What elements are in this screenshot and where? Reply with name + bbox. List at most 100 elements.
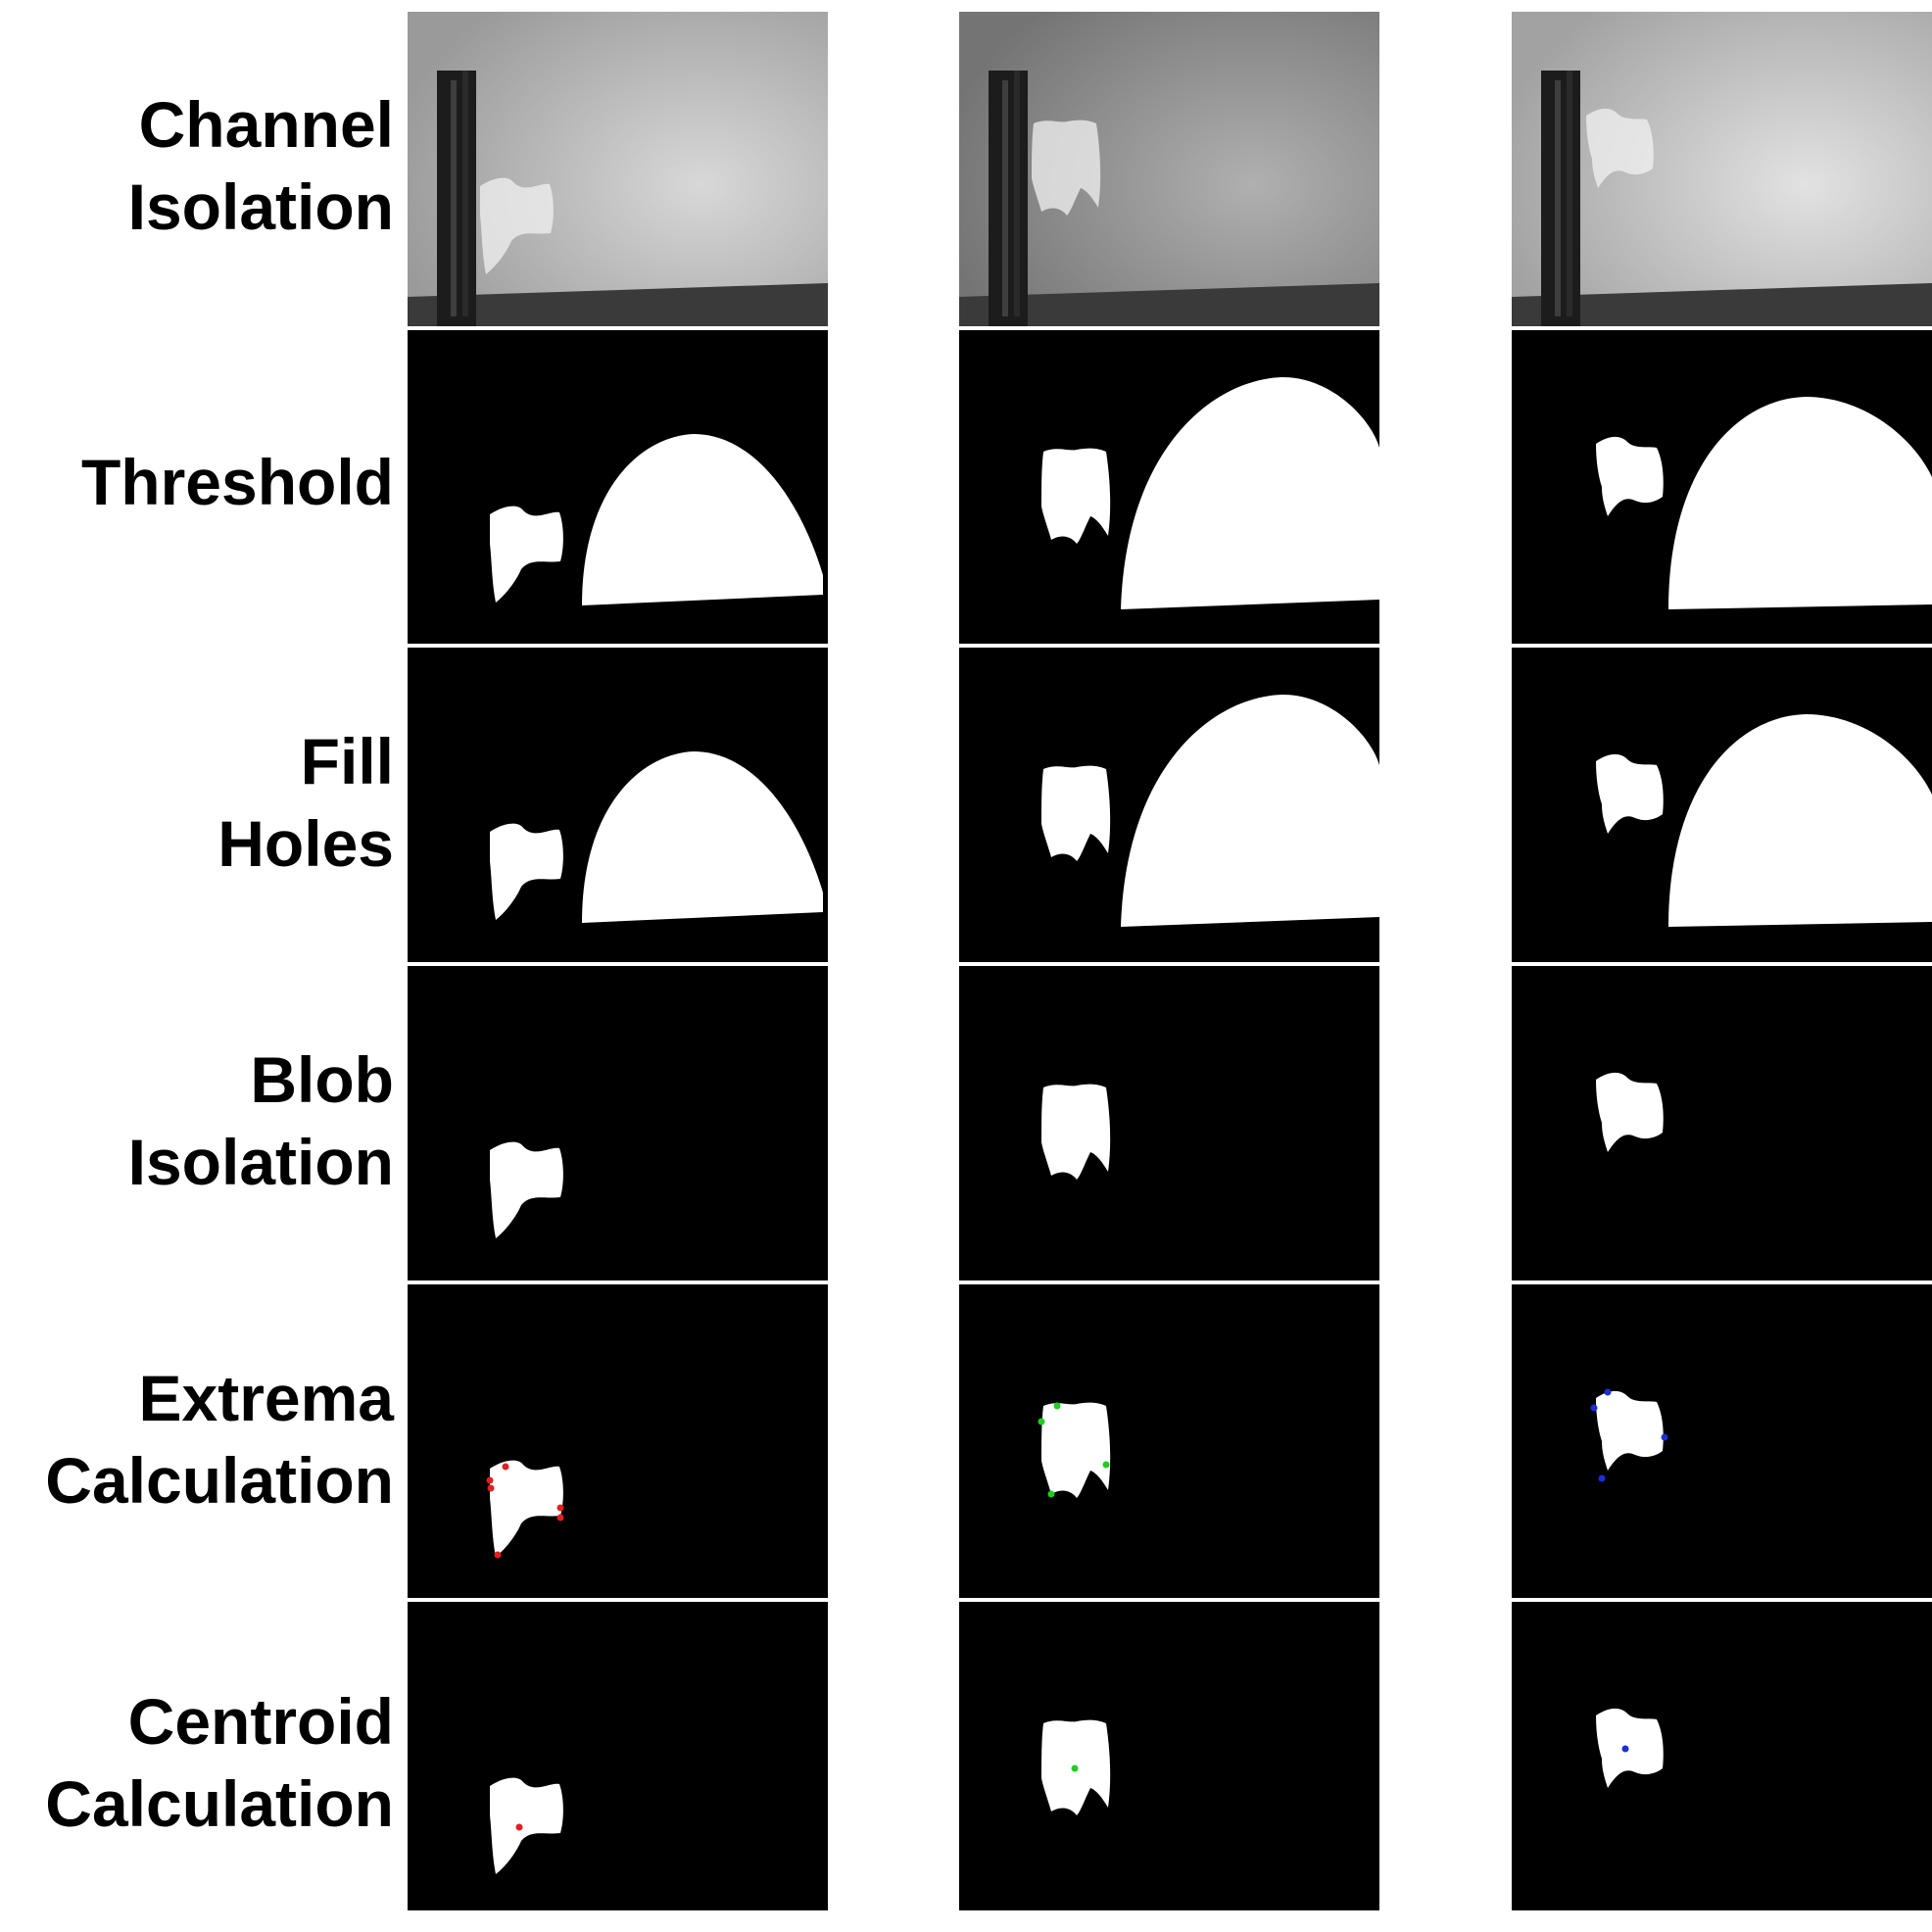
panel-image — [959, 648, 1379, 962]
extrema-point — [1598, 1474, 1606, 1482]
panel-background — [408, 1602, 828, 1910]
centroid-point — [1621, 1745, 1629, 1753]
row-label-line: Calculation — [45, 1444, 394, 1517]
panel-image — [1512, 648, 1932, 962]
extrema-point — [1590, 1404, 1598, 1412]
background-halo-region — [1668, 397, 1932, 609]
projectile-image — [1586, 108, 1654, 188]
apparatus-rail — [1014, 71, 1020, 316]
projectile-blob — [490, 1141, 563, 1238]
panel-image — [408, 966, 828, 1280]
row-label-line: Centroid — [127, 1685, 394, 1758]
background-halo-region — [1121, 377, 1379, 609]
projectile-blob — [490, 823, 563, 920]
panel-channel-isolation-frame-3 — [1512, 12, 1932, 326]
panel-blob-isolation-frame-1 — [408, 966, 828, 1280]
projectile-blob — [1041, 448, 1111, 544]
panel-image — [959, 1284, 1379, 1598]
projectile-blob — [1596, 436, 1664, 516]
projectile-blob — [490, 506, 563, 603]
panel-extrema-calculation-frame-1 — [408, 1284, 828, 1598]
panel-blob-isolation-frame-2 — [959, 966, 1379, 1280]
panel-extrema-calculation-frame-2 — [959, 1284, 1379, 1598]
projectile-blob — [1041, 1084, 1111, 1180]
panel-channel-isolation-frame-2 — [959, 12, 1379, 326]
projectile-blob — [490, 1460, 563, 1557]
panel-threshold-frame-3 — [1512, 330, 1932, 644]
panel-threshold-frame-2 — [959, 330, 1379, 644]
panel-background — [959, 966, 1379, 1280]
panel-image — [1512, 1602, 1932, 1910]
extrema-point — [1038, 1418, 1045, 1425]
panel-image — [1512, 1284, 1932, 1598]
apparatus-rail — [1002, 80, 1008, 316]
extrema-point — [556, 1514, 564, 1521]
row-label-line: Isolation — [127, 1126, 394, 1198]
projectile-blob — [1596, 1390, 1664, 1471]
panel-image — [408, 330, 828, 644]
panel-channel-isolation-frame-1 — [408, 12, 828, 326]
panel-centroid-calculation-frame-3 — [1512, 1602, 1932, 1910]
projectile-blob — [1041, 1402, 1111, 1498]
row-label-line: Extrema — [138, 1362, 395, 1434]
background-halo-region — [582, 751, 823, 923]
panel-background — [959, 1602, 1379, 1910]
projectile-image — [480, 177, 554, 274]
row-label-line: Isolation — [127, 170, 394, 243]
background-halo-region — [1121, 695, 1379, 927]
projectile-blob — [1596, 1072, 1664, 1152]
extrema-point — [502, 1463, 509, 1471]
projectile-blob — [1596, 753, 1664, 834]
panel-image — [1512, 12, 1932, 326]
panel-image — [408, 648, 828, 962]
wall-background — [408, 12, 828, 326]
projectile-blob — [1596, 1708, 1664, 1788]
panel-image — [959, 1602, 1379, 1910]
centroid-point — [1071, 1764, 1079, 1772]
panel-background — [1512, 1602, 1932, 1910]
extrema-point — [487, 1484, 495, 1492]
projectile-blob — [1041, 765, 1111, 861]
panel-background — [959, 1284, 1379, 1598]
extrema-point — [556, 1504, 564, 1512]
row-label-line: Fill — [300, 725, 394, 797]
panel-image — [408, 1284, 828, 1598]
background-halo-region — [1668, 714, 1932, 927]
projectile-blob — [490, 1777, 563, 1874]
panel-image — [408, 12, 828, 326]
row-label-line: Calculation — [45, 1767, 394, 1840]
panel-image — [408, 1602, 828, 1910]
table-surface — [1512, 283, 1932, 326]
row-label-threshold: Threshold — [0, 441, 394, 523]
panel-image — [959, 966, 1379, 1280]
panel-fill-holes-frame-3 — [1512, 648, 1932, 962]
apparatus-rail — [451, 80, 457, 316]
row-label-line: Blob — [250, 1043, 394, 1116]
extrema-point — [1604, 1388, 1612, 1396]
panel-image — [959, 12, 1379, 326]
table-surface — [408, 283, 828, 326]
panel-blob-isolation-frame-3 — [1512, 966, 1932, 1280]
extrema-point — [1047, 1490, 1055, 1498]
panel-extrema-calculation-frame-3 — [1512, 1284, 1932, 1598]
extrema-point — [486, 1476, 494, 1484]
panel-fill-holes-frame-1 — [408, 648, 828, 962]
panel-threshold-frame-1 — [408, 330, 828, 644]
panel-image — [959, 330, 1379, 644]
row-label-line: Threshold — [80, 446, 394, 518]
extrema-point — [1053, 1402, 1061, 1410]
extrema-point — [494, 1551, 502, 1559]
centroid-point — [515, 1823, 523, 1831]
panel-background — [408, 1284, 828, 1598]
apparatus-rail — [1555, 80, 1561, 316]
panel-image — [1512, 966, 1932, 1280]
panel-background — [408, 966, 828, 1280]
panel-centroid-calculation-frame-2 — [959, 1602, 1379, 1910]
panel-centroid-calculation-frame-1 — [408, 1602, 828, 1910]
extrema-point — [1661, 1433, 1668, 1441]
